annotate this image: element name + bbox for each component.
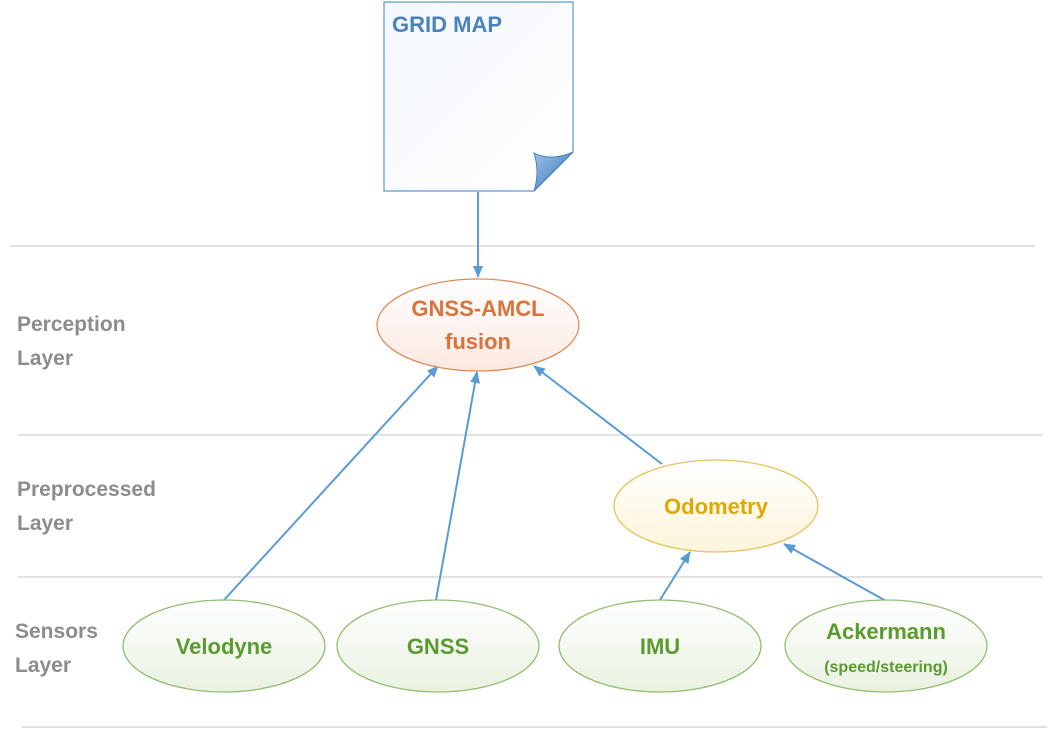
imu-label: IMU — [640, 634, 680, 659]
imu-node: IMU — [558, 599, 762, 693]
arrow-velodyne-to-fusion — [223, 365, 439, 601]
velodyne-node: Velodyne — [122, 599, 326, 693]
perception-layer-label-line2: Layer — [17, 347, 74, 370]
fusion-label-line2: fusion — [445, 329, 511, 354]
perception-layer-label: Perception Layer — [17, 308, 126, 376]
perception-layer-label-line1: Perception — [17, 313, 126, 336]
fusion-label-line1: GNSS-AMCL — [411, 296, 544, 321]
arrow-ackermann-to-odometry — [783, 543, 887, 602]
fusion-ellipse — [376, 278, 580, 372]
gnss-label: GNSS — [407, 634, 469, 659]
odometry-label: Odometry — [664, 494, 769, 519]
arrow-gnss-to-fusion — [435, 371, 480, 601]
ackermann-node: Ackermann (speed/steering) — [784, 599, 988, 693]
ackermann-label: Ackermann — [826, 619, 946, 644]
sensors-layer-label-line1: Sensors — [15, 620, 98, 643]
connections — [223, 192, 887, 602]
preprocessed-layer-label-line1: Preprocessed — [17, 478, 156, 501]
gnss-node: GNSS — [336, 599, 540, 693]
arrow-imu-to-odometry — [659, 551, 691, 601]
fusion-node: GNSS-AMCL fusion — [376, 278, 580, 372]
ackermann-sublabel: (speed/steering) — [824, 659, 948, 676]
imu-ellipse — [558, 599, 762, 693]
odometry-ellipse — [613, 459, 819, 553]
velodyne-label: Velodyne — [176, 634, 273, 659]
ackermann-ellipse — [784, 599, 988, 693]
sensors-layer-label: Sensors Layer — [15, 615, 98, 683]
document-fold-icon — [533, 151, 574, 192]
odometry-node: Odometry — [613, 459, 819, 553]
arrow-odometry-to-fusion — [533, 365, 663, 465]
grid-map-document: GRID MAP — [383, 1, 574, 192]
preprocessed-layer-label: Preprocessed Layer — [17, 473, 156, 541]
sensors-layer-label-line2: Layer — [15, 654, 72, 677]
gnss-ellipse — [336, 599, 540, 693]
document-title: GRID MAP — [392, 12, 502, 37]
preprocessed-layer-label-line2: Layer — [17, 512, 74, 535]
velodyne-ellipse — [122, 599, 326, 693]
